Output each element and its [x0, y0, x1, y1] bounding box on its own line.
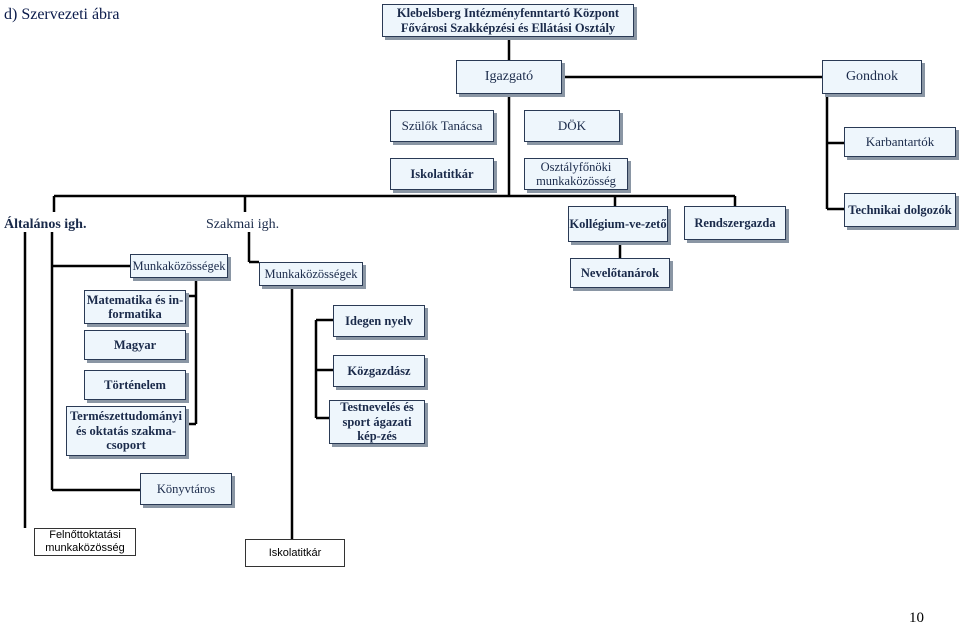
dok-box: DÖK: [524, 110, 620, 142]
testneveles-box: Testnevelés és sport ágazati kép-zés: [329, 400, 425, 444]
munkakozossegek-box-2: Munkaközösségek: [259, 262, 363, 286]
munkakozossegek-box-1: Munkaközösségek: [130, 254, 228, 278]
iskolatitkar-box: Iskolatitkár: [390, 158, 494, 190]
klik-box: Klebelsberg Intézményfenntartó Központ F…: [382, 4, 634, 37]
konyvtaros-box: Könyvtáros: [140, 473, 232, 505]
page-heading: d) Szervezeti ábra: [4, 6, 120, 23]
matematika-box: Matematika és in-formatika: [84, 290, 186, 324]
gondnok-box: Gondnok: [822, 60, 922, 94]
karbantartok-box: Karbantartók: [844, 127, 956, 157]
szulok-box: Szülők Tanácsa: [390, 110, 494, 142]
iskolatitkar-box-2: Iskolatitkár: [245, 539, 345, 567]
technikai-box: Technikai dolgozók: [844, 193, 956, 227]
rendszergazda-box: Rendszergazda: [684, 206, 786, 240]
igazgato-box: Igazgató: [456, 60, 562, 94]
kollegium-box: Kollégium-ve-zető: [568, 206, 668, 242]
altalanos-igh-label: Általános igh.: [4, 217, 87, 232]
magyar-box: Magyar: [84, 330, 186, 360]
kozgazdasz-box: Közgazdász: [333, 355, 425, 387]
felnottoktatasi-box: Felnőttoktatási munkaközösség: [34, 528, 136, 556]
tortenelem-box: Történelem: [84, 370, 186, 400]
termeszettudomanyi-box: Természettudományi és oktatás szakma-cso…: [66, 406, 186, 456]
nevelotanarok-box: Nevelőtanárok: [570, 258, 670, 288]
idegen-nyelv-box: Idegen nyelv: [333, 305, 425, 337]
osztalyfonoki-box: Osztályfőnöki munkaközösség: [524, 158, 628, 190]
page-number: 10: [909, 610, 924, 626]
szakmai-igh-label: Szakmai igh.: [206, 217, 280, 232]
